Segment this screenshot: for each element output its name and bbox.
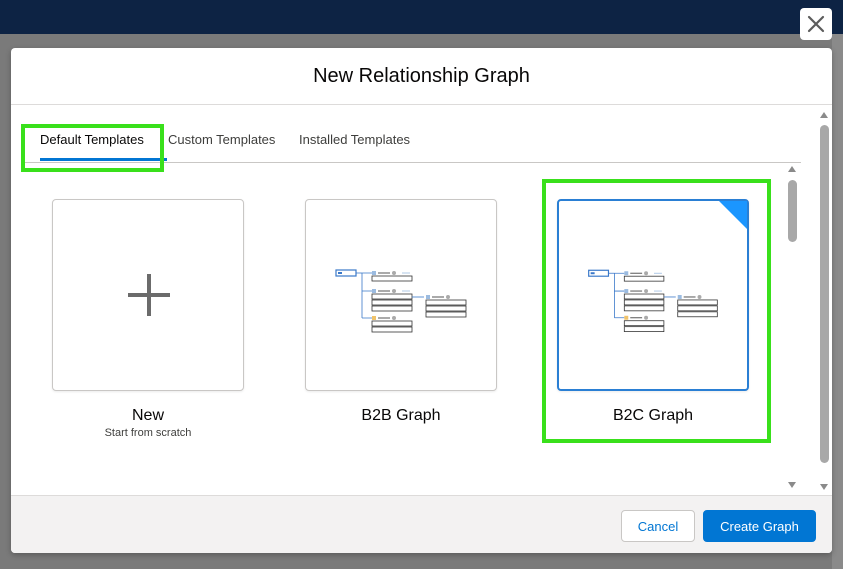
close-icon — [807, 15, 825, 33]
templates-scroll-thumb[interactable] — [788, 180, 797, 242]
plus-icon — [128, 274, 170, 316]
active-tab-indicator — [40, 158, 167, 161]
tab-installed-templates[interactable]: Installed Templates — [299, 116, 410, 162]
tab-default-templates[interactable]: Default Templates — [40, 116, 144, 162]
tab-label: Custom Templates — [168, 131, 276, 147]
background-page — [832, 34, 843, 569]
cancel-button[interactable]: Cancel — [621, 510, 695, 542]
tab-custom-templates[interactable]: Custom Templates — [168, 116, 275, 162]
templates-scrollbar[interactable] — [785, 164, 799, 494]
close-button[interactable] — [800, 8, 832, 40]
graph-preview-icon — [335, 269, 467, 333]
selected-corner-icon — [719, 201, 747, 229]
template-card-b2c[interactable] — [557, 199, 749, 391]
scroll-down-icon[interactable] — [820, 484, 828, 490]
template-card-label: B2B Graph — [361, 407, 441, 424]
modal-footer: Cancel Create Graph — [11, 495, 832, 553]
template-card-sublabel: Start from scratch — [104, 427, 192, 439]
tab-label: Default Templates — [40, 131, 144, 147]
template-card-b2b[interactable] — [305, 199, 497, 391]
modal-scrollbar[interactable] — [817, 108, 831, 492]
scroll-up-icon[interactable] — [788, 166, 796, 172]
template-card-label: B2C Graph — [612, 407, 694, 424]
tab-label: Installed Templates — [299, 131, 411, 147]
scroll-down-icon[interactable] — [788, 482, 796, 488]
template-card-new[interactable] — [52, 199, 244, 391]
modal-title: New Relationship Graph — [313, 64, 530, 87]
graph-preview-icon — [588, 269, 718, 333]
modal-scroll-thumb[interactable] — [820, 125, 829, 463]
template-card-label: New — [131, 407, 164, 424]
template-tabs: Default Templates Custom Templates Insta… — [23, 116, 801, 163]
tab-highlight-box — [21, 124, 164, 172]
card-highlight-box — [542, 179, 771, 443]
modal-header: New Relationship Graph — [11, 48, 832, 105]
scroll-up-icon[interactable] — [820, 112, 828, 118]
app-header-bar — [0, 0, 843, 34]
create-graph-button[interactable]: Create Graph — [703, 510, 816, 542]
new-relationship-graph-modal: New Relationship Graph Default Templates… — [11, 48, 832, 553]
